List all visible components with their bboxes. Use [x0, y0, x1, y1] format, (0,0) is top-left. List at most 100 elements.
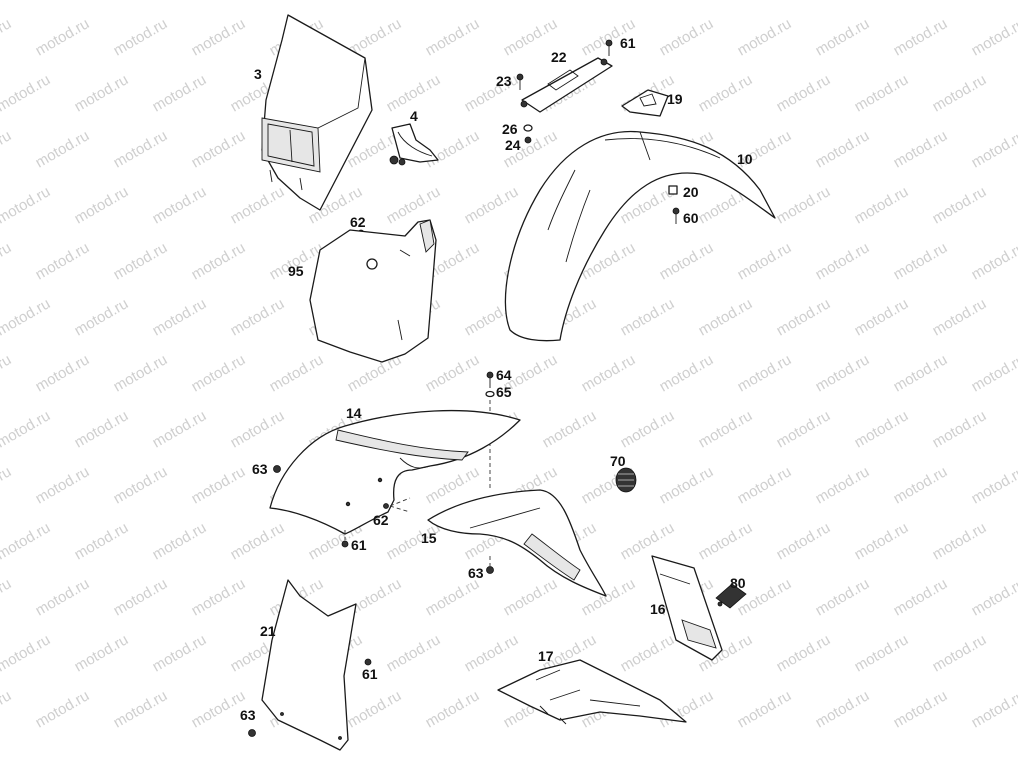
watermark-text: motod.ru	[0, 295, 53, 339]
watermark-text: motod.ru	[228, 295, 288, 339]
part-24-nut	[525, 137, 531, 143]
watermark-text: motod.ru	[852, 71, 912, 115]
watermark-text: motod.ru	[969, 127, 1018, 171]
label-3: 3	[254, 66, 262, 82]
watermark-text: motod.ru	[462, 183, 522, 227]
part-95-number-plate	[310, 220, 436, 362]
watermark-text: motod.ru	[540, 407, 600, 451]
watermark-text: motod.ru	[696, 519, 756, 563]
watermark-text: motod.ru	[111, 127, 171, 171]
label-14: 14	[346, 405, 362, 421]
watermark-text: motod.ru	[0, 575, 14, 619]
watermark-text: motod.ru	[618, 519, 678, 563]
watermark-text: motod.ru	[813, 463, 873, 507]
watermark-text: motod.ru	[150, 631, 210, 675]
watermark-text: motod.ru	[111, 15, 171, 59]
watermark-text: motod.ru	[267, 351, 327, 395]
watermark-text: motod.ru	[813, 351, 873, 395]
watermark-text: motod.ru	[33, 463, 93, 507]
watermark-text: motod.ru	[384, 631, 444, 675]
watermark-text: motod.ru	[501, 575, 561, 619]
watermark-text: motod.ru	[813, 239, 873, 283]
label-24: 24	[505, 137, 521, 153]
watermark-text: motod.ru	[735, 463, 795, 507]
label-65: 65	[496, 384, 512, 400]
watermark-text: motod.ru	[735, 351, 795, 395]
watermark-text: motod.ru	[735, 687, 795, 731]
label-80: 80	[730, 575, 746, 591]
label-61-bottom: 61	[362, 666, 378, 682]
part-63-nut-c	[249, 730, 256, 737]
label-61-mid: 61	[351, 537, 367, 553]
label-21: 21	[260, 623, 276, 639]
watermark-text: motod.ru	[891, 15, 951, 59]
watermark-text: motod.ru	[891, 127, 951, 171]
label-61-top: 61	[620, 35, 636, 51]
watermark-text: motod.ru	[72, 407, 132, 451]
watermark-text: motod.ru	[228, 183, 288, 227]
label-4: 4	[410, 108, 418, 124]
label-63-left: 63	[252, 461, 268, 477]
watermark-text: motod.ru	[696, 295, 756, 339]
watermark-text: motod.ru	[891, 575, 951, 619]
watermark-text: motod.ru	[189, 463, 249, 507]
label-62-top: 62	[350, 214, 366, 230]
watermark-text: motod.ru	[930, 295, 990, 339]
watermark-text: motod.ru	[423, 575, 483, 619]
watermark-text: motod.ru	[0, 463, 14, 507]
watermark-text: motod.ru	[696, 71, 756, 115]
watermark-text: motod.ru	[150, 183, 210, 227]
watermark-text: motod.ru	[0, 239, 14, 283]
watermark-text: motod.ru	[150, 407, 210, 451]
watermark-text: motod.ru	[774, 407, 834, 451]
watermark-text: motod.ru	[969, 351, 1018, 395]
part-60-screw	[673, 208, 679, 224]
watermark-text: motod.ru	[0, 351, 14, 395]
watermark-text: motod.ru	[0, 15, 14, 59]
watermark-text: motod.ru	[969, 463, 1018, 507]
part-70-rubber-bumper	[616, 468, 636, 492]
watermark-text: motod.ru	[0, 127, 14, 171]
watermark-text: motod.ru	[150, 519, 210, 563]
watermark-text: motod.ru	[774, 295, 834, 339]
watermark-text: motod.ru	[852, 407, 912, 451]
watermark-text: motod.ru	[813, 15, 873, 59]
watermark-text: motod.ru	[423, 687, 483, 731]
watermark-text: motod.ru	[0, 631, 53, 675]
watermark-text: motod.ru	[969, 575, 1018, 619]
watermark-text: motod.ru	[462, 71, 522, 115]
watermark-text: motod.ru	[657, 15, 717, 59]
watermark-text: motod.ru	[33, 127, 93, 171]
watermark-text: motod.ru	[891, 463, 951, 507]
watermark-text: motod.ru	[33, 15, 93, 59]
watermark-text: motod.ru	[735, 15, 795, 59]
part-64-bolt	[487, 372, 493, 388]
part-61-bolt-b	[365, 659, 371, 665]
watermark-text: motod.ru	[696, 407, 756, 451]
part-63-nut-b	[487, 556, 494, 574]
watermark-text: motod.ru	[72, 519, 132, 563]
watermark-text: motod.ru	[0, 71, 53, 115]
part-63-nut	[274, 466, 281, 473]
label-70: 70	[610, 453, 626, 469]
watermark-text: motod.ru	[462, 631, 522, 675]
watermark-text: motod.ru	[852, 631, 912, 675]
label-26: 26	[502, 121, 518, 137]
watermark-text: motod.ru	[189, 127, 249, 171]
watermark-text: motod.ru	[930, 183, 990, 227]
watermark-text: motod.ru	[735, 239, 795, 283]
watermark-text: motod.ru	[0, 687, 14, 731]
watermark-text: motod.ru	[852, 295, 912, 339]
watermark-text: motod.ru	[111, 351, 171, 395]
label-62-mid: 62	[373, 512, 389, 528]
part-26-washer	[524, 125, 532, 131]
watermark-text: motod.ru	[969, 15, 1018, 59]
watermark-text: motod.ru	[384, 183, 444, 227]
label-17: 17	[538, 648, 554, 664]
watermark-text: motod.ru	[618, 631, 678, 675]
watermark-text: motod.ru	[969, 687, 1018, 731]
watermark-text: motod.ru	[72, 631, 132, 675]
label-23: 23	[496, 73, 512, 89]
watermark-text: motod.ru	[852, 519, 912, 563]
